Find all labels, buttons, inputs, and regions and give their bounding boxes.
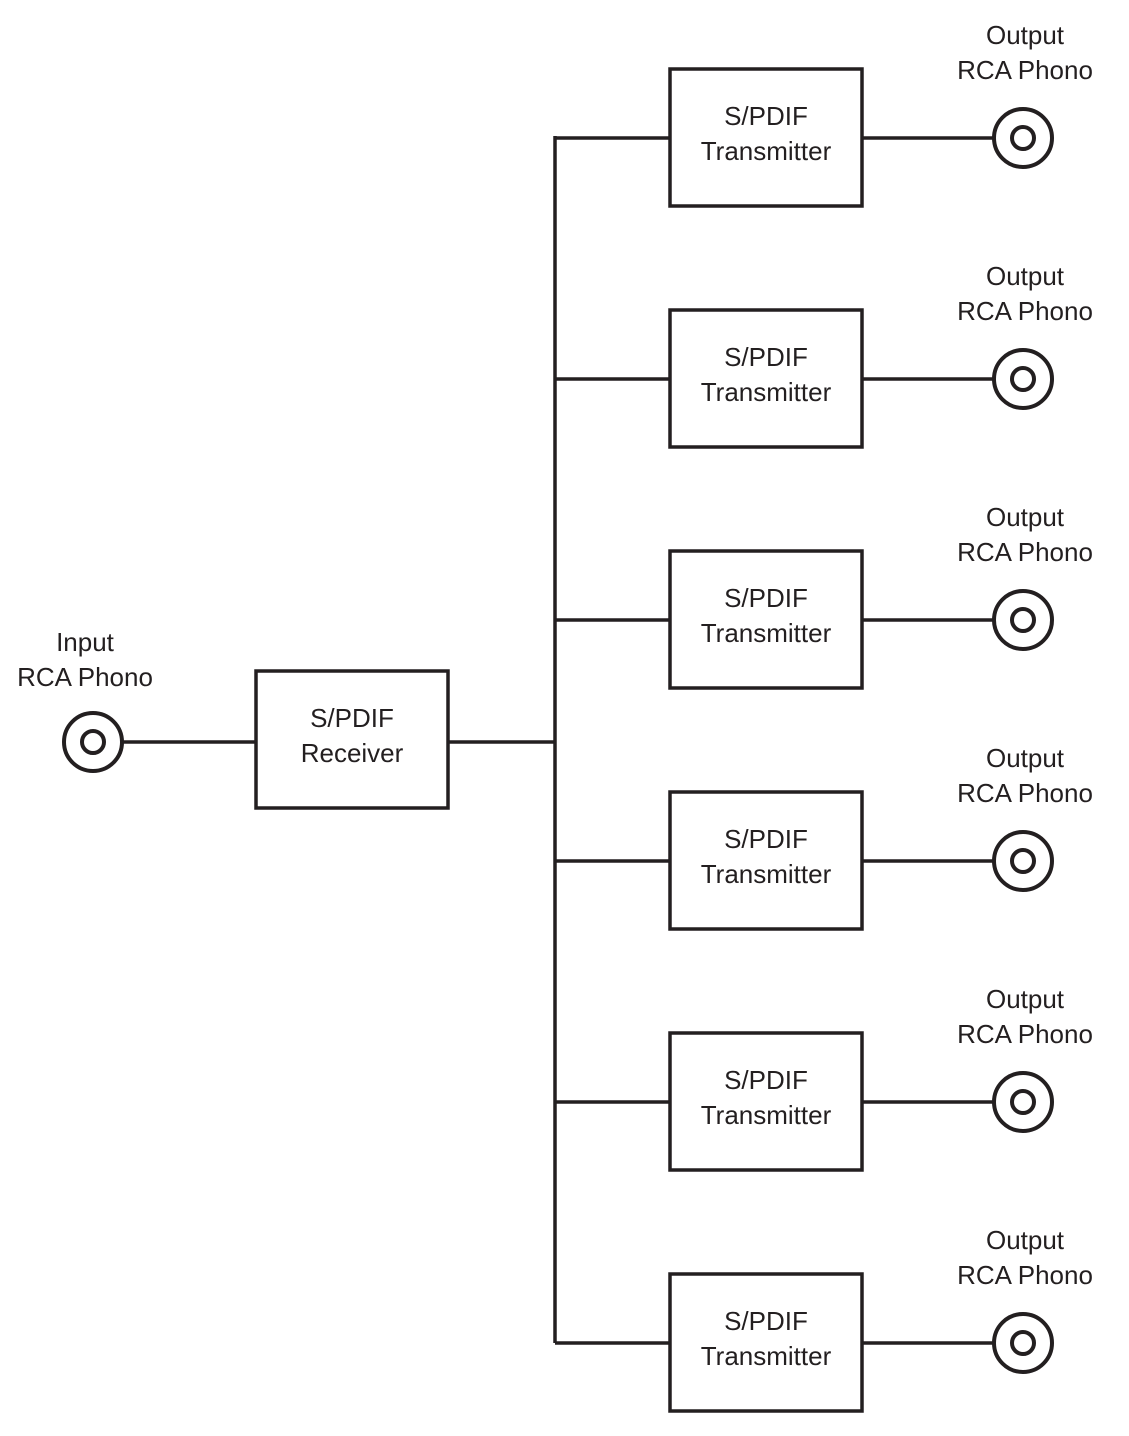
output-label-line2: RCA Phono: [957, 55, 1093, 85]
output-label-line2: RCA Phono: [957, 296, 1093, 326]
transmitter-label-line1: S/PDIF: [724, 101, 808, 131]
output-label-line1: Output: [986, 1225, 1065, 1255]
output-label-line2: RCA Phono: [957, 1260, 1093, 1290]
output-label-line2: RCA Phono: [957, 778, 1093, 808]
output-label-line2: RCA Phono: [957, 1019, 1093, 1049]
output-rca-jack-icon: [992, 107, 1054, 169]
output-rca-jack-icon: [992, 348, 1054, 410]
output-rca-jack-icon: [992, 1312, 1054, 1374]
transmitter-label-line1: S/PDIF: [724, 1306, 808, 1336]
output-label-line1: Output: [986, 743, 1065, 773]
output-label-line1: Output: [986, 261, 1065, 291]
receiver-box: [254, 669, 450, 810]
receiver-label-line2: Receiver: [301, 738, 404, 768]
output-label-line1: Output: [986, 20, 1065, 50]
transmitter-label-line1: S/PDIF: [724, 1065, 808, 1095]
transmitter-label-line1: S/PDIF: [724, 342, 808, 372]
output-rca-jack-icon: [992, 589, 1054, 651]
transmitter-label-line1: S/PDIF: [724, 824, 808, 854]
transmitter-label-line1: S/PDIF: [724, 583, 808, 613]
receiver-label-line1: S/PDIF: [310, 703, 394, 733]
transmitter-label-line2: Transmitter: [701, 859, 832, 889]
output-rca-jack-icon: [992, 1071, 1054, 1133]
receiver-block: S/PDIF Receiver: [254, 669, 450, 810]
transmitter-label-line2: Transmitter: [701, 618, 832, 648]
output-label-line1: Output: [986, 502, 1065, 532]
input-rca-jack-icon: [62, 711, 124, 773]
output-rca-jack-icon: [992, 830, 1054, 892]
input-label-line2: RCA Phono: [17, 662, 153, 692]
input-connector: Input RCA Phono: [17, 627, 153, 773]
transmitter-label-line2: Transmitter: [701, 377, 832, 407]
transmitter-label-line2: Transmitter: [701, 136, 832, 166]
output-label-line2: RCA Phono: [957, 537, 1093, 567]
input-label-line1: Input: [56, 627, 115, 657]
output-label-line1: Output: [986, 984, 1065, 1014]
transmitter-label-line2: Transmitter: [701, 1100, 832, 1130]
transmitter-label-line2: Transmitter: [701, 1341, 832, 1371]
